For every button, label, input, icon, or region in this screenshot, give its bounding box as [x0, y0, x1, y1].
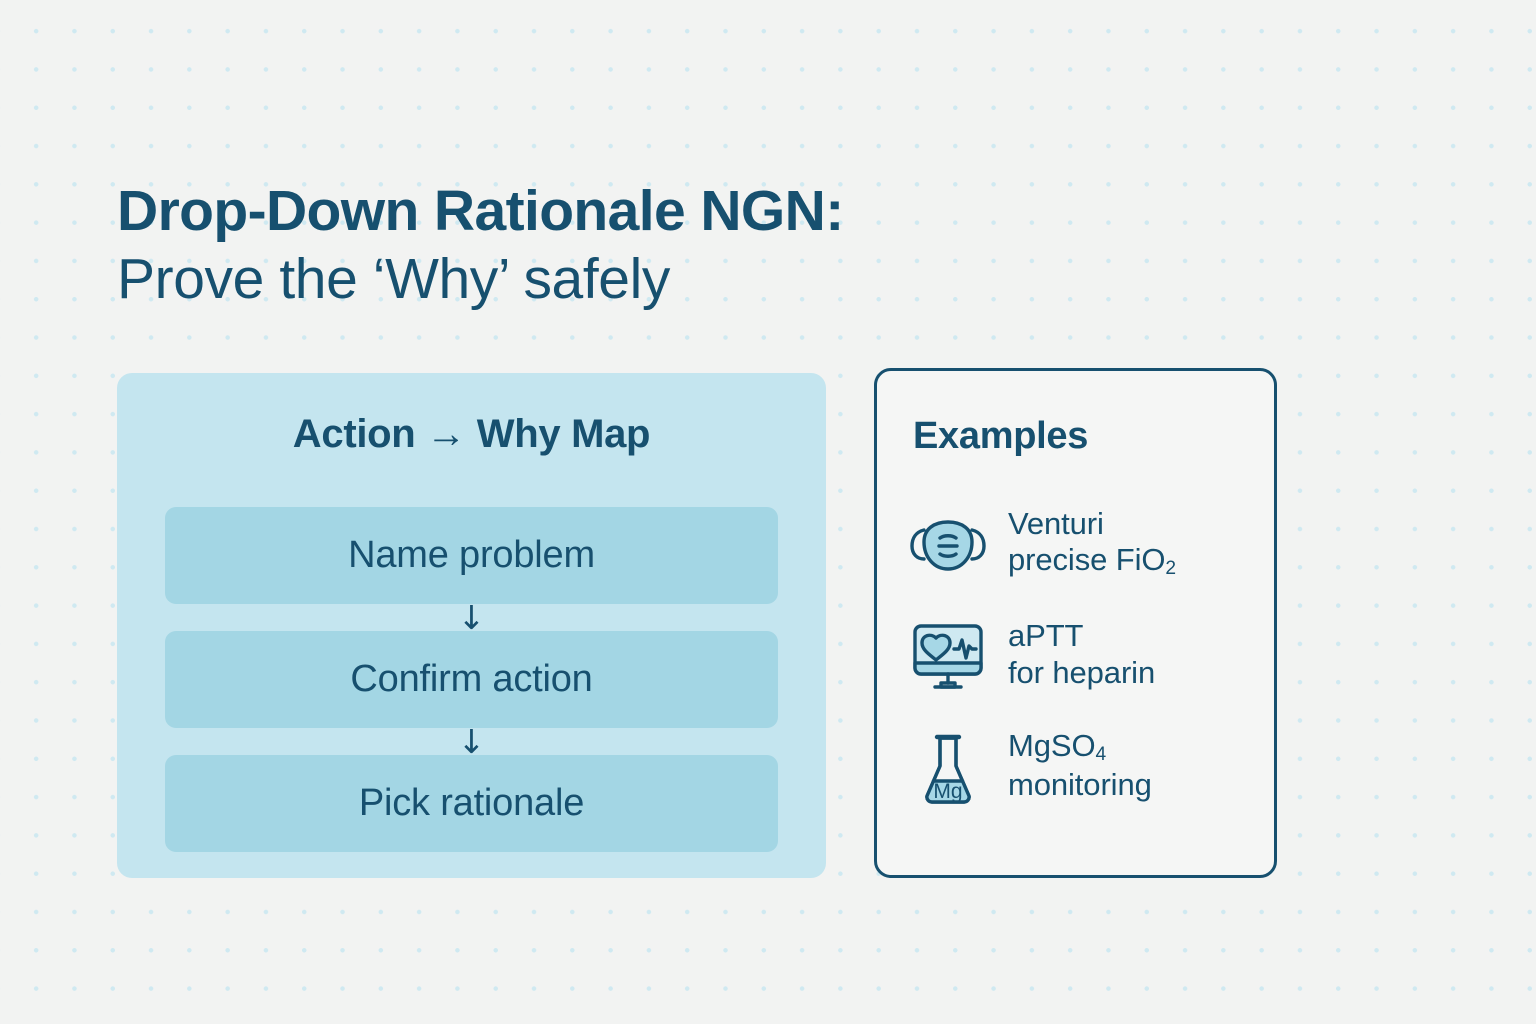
flow-card-heading: Action → Why Map	[292, 412, 651, 456]
list-item-label: Venturi precise FiO2	[1008, 506, 1176, 581]
flow-step-label: Confirm action	[350, 658, 593, 700]
page-title-line-2: Prove the ‘Why’ safely	[117, 246, 670, 311]
example-line-2: precise FiO2	[1008, 542, 1176, 580]
flow-arrow-down-icon: ↓	[457, 722, 486, 761]
example-line-1: MgSO4	[1008, 727, 1107, 765]
flow-step-label: Name problem	[348, 534, 595, 576]
list-item[interactable]: aPTT for heparin	[906, 599, 1256, 710]
list-item[interactable]: Mg MgSO4 monitoring	[906, 710, 1256, 821]
flow-step-name-problem[interactable]: Name problem	[165, 507, 778, 604]
flow-arrow-down-icon: ↓	[457, 598, 486, 637]
example-line-1: aPTT	[1008, 617, 1084, 653]
example-line-2: monitoring	[1008, 766, 1152, 802]
examples-card: Examples Venturi precise FiO2	[874, 368, 1277, 878]
page-title: Drop-Down Rationale NGN: Prove the ‘Why’…	[117, 178, 1117, 314]
list-item[interactable]: Venturi precise FiO2	[906, 488, 1256, 599]
flow-step-confirm-action[interactable]: Confirm action	[165, 631, 778, 728]
flow-step-pick-rationale[interactable]: Pick rationale	[165, 755, 778, 852]
page-title-line-1: Drop-Down Rationale NGN:	[117, 179, 844, 243]
flask-mg-icon: Mg	[906, 724, 990, 808]
action-why-map-card: Action → Why Map Name problem ↓ Confirm …	[117, 373, 826, 878]
flask-label: Mg	[933, 780, 962, 803]
example-line-2: for heparin	[1008, 654, 1156, 690]
examples-heading: Examples	[913, 415, 1089, 457]
example-line-1: Venturi	[1008, 505, 1104, 541]
face-mask-icon	[906, 502, 990, 586]
examples-list: Venturi precise FiO2	[906, 488, 1256, 821]
heart-monitor-icon	[906, 613, 990, 697]
flow-step-label: Pick rationale	[358, 782, 585, 824]
list-item-label: MgSO4 monitoring	[1008, 728, 1152, 803]
list-item-label: aPTT for heparin	[1008, 618, 1155, 691]
flow-step-list: Name problem ↓ Confirm action ↓ Pick rat…	[165, 507, 778, 852]
